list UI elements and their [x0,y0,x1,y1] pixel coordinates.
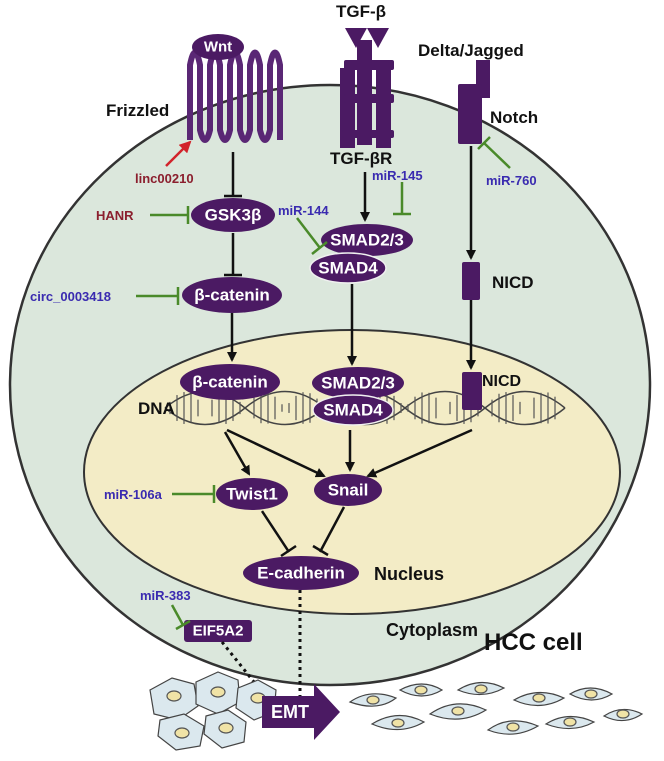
svg-text:EIF5A2: EIF5A2 [193,623,244,640]
circ0003418-label: circ_0003418 [30,289,111,304]
tgfbr-label: TGF-βR [330,149,392,168]
emt-label: EMT [271,702,309,722]
svg-text:β-catenin: β-catenin [192,373,268,392]
notch-label: Notch [490,108,538,127]
svg-text:SMAD2/3: SMAD2/3 [330,231,404,250]
wnt-ligand [192,34,244,60]
mir106a-label: miR-106a [104,487,163,502]
nucleus-label: Nucleus [374,564,444,584]
hanr-label: HANR [96,208,134,223]
svg-text:SMAD4: SMAD4 [318,259,378,278]
notch-receptor [458,84,482,144]
tgfb-label: TGF-β [336,2,386,21]
activation-arrows [223,146,476,478]
ecadherin-node: E-cadherin [243,556,359,590]
svg-text:SMAD2/3: SMAD2/3 [321,374,395,393]
svg-text:E-cadherin: E-cadherin [257,564,345,583]
svg-text:Twist1: Twist1 [226,485,278,504]
cytoplasm-label: Cytoplasm [386,620,478,640]
emt-dotted-arrows [220,590,305,714]
black-inhibitions [224,152,346,558]
bcatenin-cyto-node: β-catenin [182,277,282,313]
nicd-cyto-node: NICD [462,262,534,300]
wnt-label: Wnt [204,39,232,56]
mesenchymal-cells [348,681,644,735]
mir144-label: miR-144 [278,203,329,218]
tgfb-receptor [340,40,394,148]
svg-text:SMAD4: SMAD4 [323,401,383,420]
svg-text:GSK3β: GSK3β [205,206,262,225]
svg-text:β-catenin: β-catenin [194,286,270,305]
mir145-label: miR-145 [372,168,423,183]
delta-jagged-label: Delta/Jagged [418,41,524,60]
smad-nuc-complex: SMAD2/3 SMAD4 [312,367,404,426]
emt-arrow [262,684,340,740]
frizzled-label: Frizzled [106,101,169,120]
epithelial-cells [149,671,277,751]
twist1-node: Twist1 [216,478,288,510]
snail-node: Snail [314,474,382,506]
mir383-label: miR-383 [140,588,191,603]
tgfb-ligand [345,28,389,48]
svg-text:Snail: Snail [328,481,369,500]
linc00210-label: linc00210 [135,171,194,186]
nicd-nuc-node: NICD [462,372,521,410]
eif5a2-node: EIF5A2 [184,620,252,642]
mir760-label: miR-760 [486,173,537,188]
svg-text:NICD: NICD [482,373,521,390]
smad-cyto-complex: SMAD2/3 SMAD4 [309,224,413,284]
bcatenin-nuc-node: β-catenin [180,364,280,400]
dna-label: DNA [138,399,175,418]
gsk3b-node: GSK3β [191,198,275,232]
linc00210-arrow [165,140,192,167]
cell-label: HCC cell [484,629,583,656]
green-inhibitions [136,136,511,631]
svg-text:NICD: NICD [492,273,534,292]
